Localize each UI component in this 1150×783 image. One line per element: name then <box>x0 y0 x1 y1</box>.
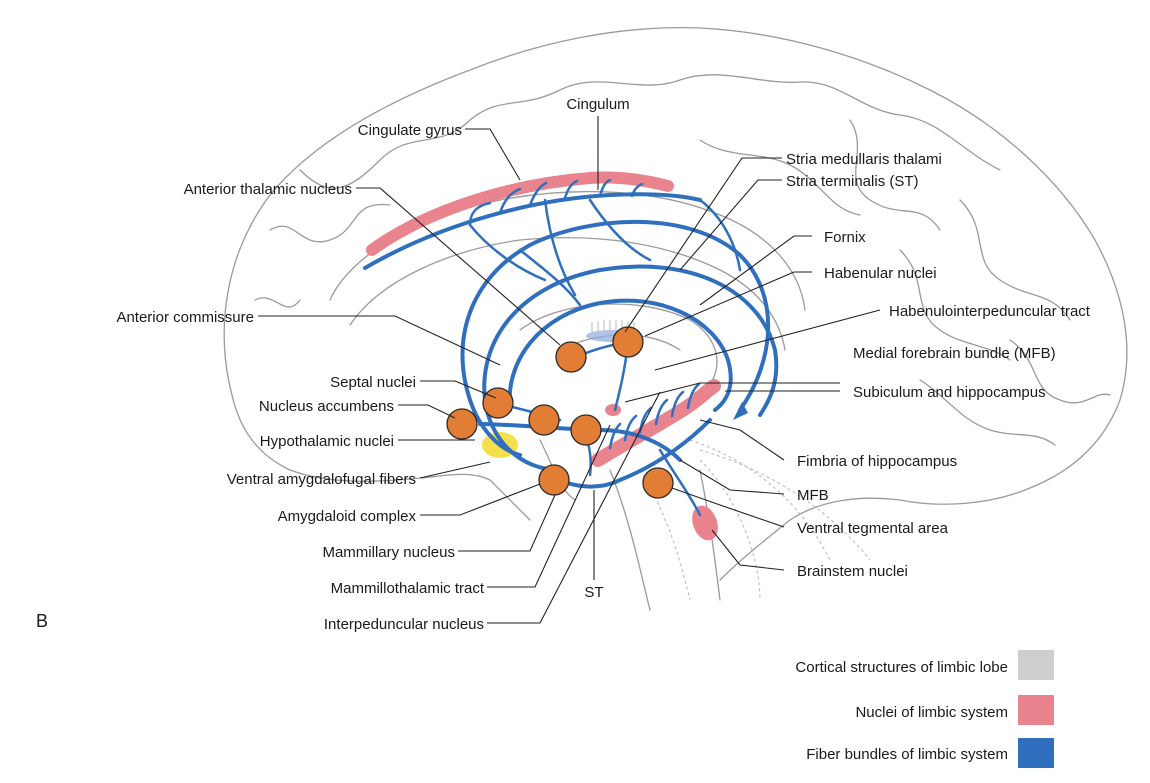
label-mfb: MFB <box>797 487 829 504</box>
nucleus-markers <box>446 326 674 499</box>
hippocampus-region <box>591 379 721 467</box>
legend-label-cortical: Cortical structures of limbic lobe <box>795 659 1008 676</box>
label-medial-forebrain-bundle: Medial forebrain bundle (MFB) <box>853 345 1056 362</box>
label-amygdaloid-complex: Amygdaloid complex <box>278 508 417 525</box>
legend-label-fibers: Fiber bundles of limbic system <box>806 746 1008 763</box>
cingulate-gyrus-region <box>366 171 674 256</box>
nucleus-accumbens-marker <box>446 408 478 440</box>
label-mammillothalamic-tract: Mammillothalamic tract <box>331 580 485 597</box>
label-fimbria-hippocampus: Fimbria of hippocampus <box>797 453 957 470</box>
label-habenulointerpeduncular-tract: Habenulointerpeduncular tract <box>889 303 1091 320</box>
label-cingulate-gyrus: Cingulate gyrus <box>358 122 462 139</box>
legend: Cortical structures of limbic lobe Nucle… <box>795 650 1054 768</box>
legend-swatch-fibers <box>1018 738 1054 768</box>
amygdaloid-complex-marker <box>538 464 570 496</box>
legend-swatch-cortical <box>1018 650 1054 680</box>
label-nucleus-accumbens: Nucleus accumbens <box>259 398 394 415</box>
brainstem-nuclei-region <box>692 505 718 541</box>
labels: Cingulum Cingulate gyrus Anterior thalam… <box>36 96 1091 633</box>
anterior-thalamic-nucleus-marker <box>555 341 587 373</box>
label-ventral-amygdalofugal-fibers: Ventral amygdalofugal fibers <box>227 471 416 488</box>
hypothalamic-nucleus-marker-a <box>528 404 560 436</box>
hypothalamic-region <box>605 404 621 416</box>
panel-label: B <box>36 611 48 631</box>
habenular-nuclei-marker <box>612 326 644 358</box>
label-anterior-commissure: Anterior commissure <box>116 309 254 326</box>
label-st-bottom: ST <box>584 584 603 601</box>
label-cingulum: Cingulum <box>566 96 629 113</box>
ventral-tegmental-area-marker <box>642 467 674 499</box>
label-habenular-nuclei: Habenular nuclei <box>824 265 937 282</box>
label-mammillary-nucleus: Mammillary nucleus <box>322 544 455 561</box>
septal-nuclei-marker <box>482 387 514 419</box>
leader-lines <box>258 116 881 624</box>
hypothalamic-nucleus-marker-b <box>570 414 602 446</box>
fiber-bundles <box>363 178 779 517</box>
label-subiculum-hippocampus: Subiculum and hippocampus <box>853 384 1046 401</box>
label-stria-terminalis: Stria terminalis (ST) <box>786 173 919 190</box>
label-brainstem-nuclei: Brainstem nuclei <box>797 563 908 580</box>
label-anterior-thalamic-nucleus: Anterior thalamic nucleus <box>184 181 352 198</box>
legend-label-nuclei: Nuclei of limbic system <box>855 704 1008 721</box>
label-septal-nuclei: Septal nuclei <box>330 374 416 391</box>
label-ventral-tegmental-area: Ventral tegmental area <box>797 520 949 537</box>
label-hypothalamic-nuclei: Hypothalamic nuclei <box>260 433 394 450</box>
label-stria-medullaris-thalami: Stria medullaris thalami <box>786 151 942 168</box>
label-interpeduncular-nucleus: Interpeduncular nucleus <box>324 616 484 633</box>
legend-swatch-nuclei <box>1018 695 1054 725</box>
label-fornix: Fornix <box>824 229 866 246</box>
